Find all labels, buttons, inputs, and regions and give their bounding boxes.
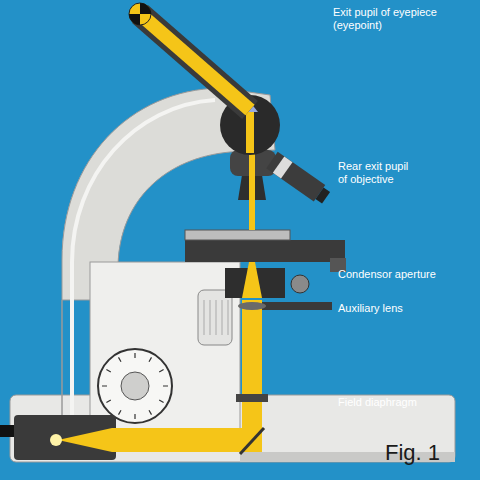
part-label: Auxiliary lens — [338, 302, 478, 315]
part-label: Condensor aperture — [338, 268, 478, 281]
knob-ridges — [204, 300, 228, 335]
light-path — [249, 196, 255, 230]
part-label: Exit pupil of eyepiece (eyepoint) — [333, 6, 453, 32]
part-label: Rear exit pupil of objective — [338, 160, 414, 186]
auxiliary-lens-lever — [262, 302, 332, 310]
field-diaphragm — [236, 394, 268, 402]
stage — [185, 240, 345, 262]
focus-dial — [98, 349, 172, 423]
part-label: Field diaphragm — [338, 396, 478, 409]
eyepoint — [129, 3, 151, 25]
lamp-bulb — [50, 434, 62, 446]
microscope-body — [90, 262, 240, 440]
light-path — [112, 428, 262, 452]
lamp-beam — [58, 428, 112, 452]
objective-band — [273, 156, 293, 178]
light-path — [242, 300, 262, 452]
figure-caption: Fig. 1 — [385, 440, 440, 466]
power-cord — [0, 425, 16, 437]
mechanical-stage — [185, 230, 290, 240]
auxiliary-lens — [238, 302, 266, 310]
objective — [266, 152, 325, 202]
dial-hub — [121, 372, 149, 400]
light-path — [135, 9, 254, 116]
objective-tip — [315, 188, 330, 204]
lamp-housing — [14, 415, 116, 460]
mirror — [240, 428, 264, 454]
eyepiece-tube — [132, 5, 258, 119]
dial-ticks — [102, 353, 168, 419]
light-path — [246, 108, 254, 153]
light-path — [242, 262, 262, 298]
condenser-knob — [291, 275, 309, 293]
eyepoint-pattern — [129, 3, 151, 25]
focus-knob — [198, 290, 232, 345]
